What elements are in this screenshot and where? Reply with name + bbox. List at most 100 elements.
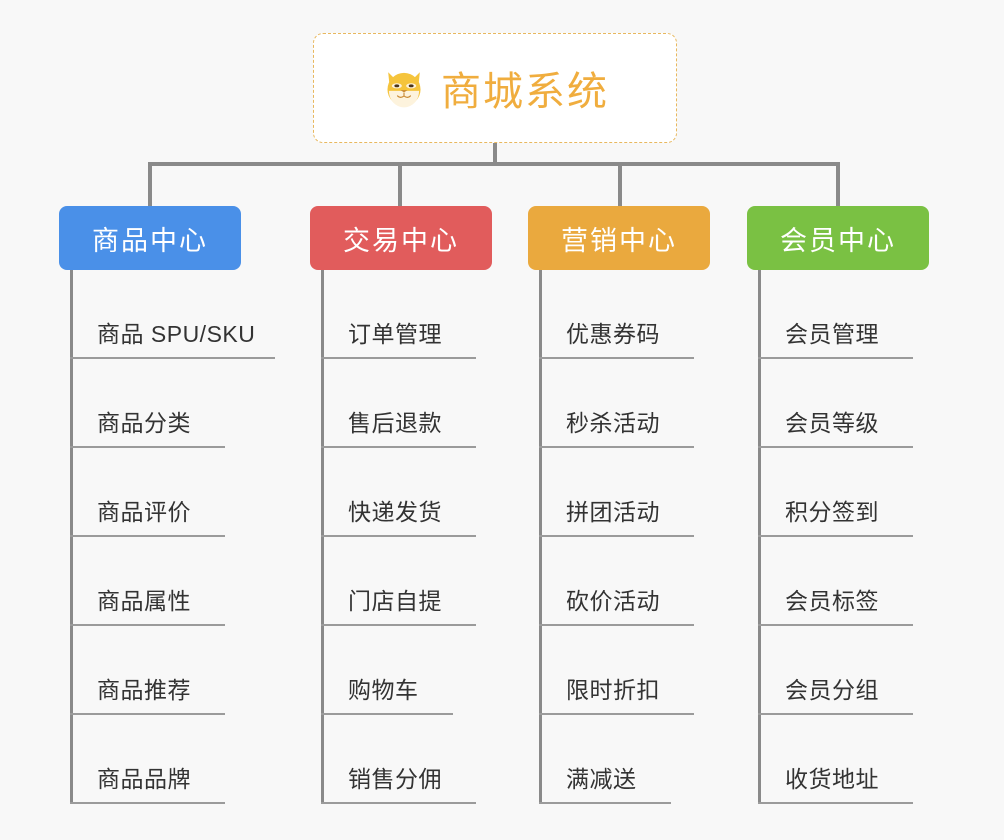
category-items-member-center: 会员管理 会员等级 积分签到 会员标签 会员分组 收货地址 — [747, 270, 929, 804]
list-item[interactable]: 商品评价 — [59, 448, 241, 537]
item-label: 会员管理 — [785, 321, 879, 347]
column-member-center: 会员中心 会员管理 会员等级 积分签到 会员标签 会员分组 — [747, 206, 929, 804]
item-label: 商品分类 — [97, 410, 191, 436]
category-header-marketing-center[interactable]: 营销中心 — [528, 206, 710, 270]
category-label: 营销中心 — [561, 225, 677, 256]
item-rule — [321, 535, 476, 537]
category-header-product-center[interactable]: 商品中心 — [59, 206, 241, 270]
connector-drop-member-center — [836, 162, 840, 206]
list-item[interactable]: 拼团活动 — [528, 448, 710, 537]
item-label: 商品推荐 — [97, 677, 191, 703]
list-item[interactable]: 销售分佣 — [310, 715, 492, 804]
item-rule — [321, 624, 476, 626]
item-label: 门店自提 — [348, 588, 442, 614]
item-label: 限时折扣 — [566, 677, 660, 703]
item-label: 会员标签 — [785, 588, 879, 614]
list-item[interactable]: 快递发货 — [310, 448, 492, 537]
connector-drop-product-center — [148, 162, 152, 206]
item-rule — [321, 446, 476, 448]
list-item[interactable]: 售后退款 — [310, 359, 492, 448]
column-spine — [758, 270, 761, 804]
connector-root-stem — [493, 143, 497, 165]
column-spine — [321, 270, 324, 804]
column-product-center: 商品中心 商品 SPU/SKU 商品分类 商品评价 商品属性 商品推荐 — [59, 206, 275, 804]
connector-horizontal-bus — [148, 162, 840, 166]
item-label: 快递发货 — [348, 499, 442, 525]
item-rule — [321, 713, 453, 715]
item-rule — [758, 802, 913, 804]
item-rule — [539, 446, 694, 448]
list-item[interactable]: 商品推荐 — [59, 626, 241, 715]
root-node[interactable]: 商城系统 — [313, 33, 677, 143]
column-trade-center: 交易中心 订单管理 售后退款 快递发货 门店自提 购物车 — [310, 206, 492, 804]
list-item[interactable]: 商品 SPU/SKU — [59, 270, 275, 359]
item-rule — [758, 357, 913, 359]
list-item[interactable]: 会员分组 — [747, 626, 929, 715]
category-label: 会员中心 — [780, 225, 896, 256]
item-label: 会员分组 — [785, 677, 879, 703]
category-items-product-center: 商品 SPU/SKU 商品分类 商品评价 商品属性 商品推荐 商品品牌 — [59, 270, 275, 804]
list-item[interactable]: 商品分类 — [59, 359, 241, 448]
item-rule — [539, 802, 671, 804]
column-marketing-center: 营销中心 优惠券码 秒杀活动 拼团活动 砍价活动 限时折扣 — [528, 206, 710, 804]
list-item[interactable]: 门店自提 — [310, 537, 492, 626]
category-header-trade-center[interactable]: 交易中心 — [310, 206, 492, 270]
item-rule — [758, 713, 913, 715]
item-rule — [539, 357, 694, 359]
connector-drop-marketing-center — [618, 162, 622, 206]
category-label: 商品中心 — [92, 225, 208, 256]
item-rule — [70, 535, 225, 537]
list-item[interactable]: 积分签到 — [747, 448, 929, 537]
item-label: 购物车 — [348, 677, 419, 703]
shiba-dog-face-icon — [381, 65, 427, 111]
list-item[interactable]: 会员管理 — [747, 270, 929, 359]
item-rule — [70, 713, 225, 715]
item-label: 会员等级 — [785, 410, 879, 436]
list-item[interactable]: 限时折扣 — [528, 626, 710, 715]
item-label: 销售分佣 — [348, 766, 442, 792]
item-rule — [758, 624, 913, 626]
category-items-trade-center: 订单管理 售后退款 快递发货 门店自提 购物车 销售分佣 — [310, 270, 492, 804]
list-item[interactable]: 订单管理 — [310, 270, 492, 359]
list-item[interactable]: 会员等级 — [747, 359, 929, 448]
column-spine — [539, 270, 542, 804]
list-item[interactable]: 商品品牌 — [59, 715, 241, 804]
list-item[interactable]: 收货地址 — [747, 715, 929, 804]
item-label: 商品品牌 — [97, 766, 191, 792]
item-label: 收货地址 — [785, 766, 879, 792]
item-label: 满减送 — [566, 766, 637, 792]
item-label: 售后退款 — [348, 410, 442, 436]
item-label: 砍价活动 — [566, 588, 660, 614]
item-label: 秒杀活动 — [566, 410, 660, 436]
item-rule — [758, 535, 913, 537]
item-label: 商品 SPU/SKU — [97, 321, 256, 347]
list-item[interactable]: 商品属性 — [59, 537, 241, 626]
item-rule — [321, 357, 476, 359]
connector-drop-trade-center — [398, 162, 402, 206]
list-item[interactable]: 满减送 — [528, 715, 710, 804]
list-item[interactable]: 会员标签 — [747, 537, 929, 626]
item-rule — [539, 535, 694, 537]
item-rule — [70, 624, 225, 626]
column-spine — [70, 270, 73, 804]
item-label: 商品评价 — [97, 499, 191, 525]
list-item[interactable]: 秒杀活动 — [528, 359, 710, 448]
list-item[interactable]: 优惠券码 — [528, 270, 710, 359]
item-label: 优惠券码 — [566, 321, 660, 347]
item-rule — [539, 624, 694, 626]
item-label: 积分签到 — [785, 499, 879, 525]
list-item[interactable]: 砍价活动 — [528, 537, 710, 626]
category-label: 交易中心 — [343, 225, 459, 256]
item-rule — [758, 446, 913, 448]
item-label: 拼团活动 — [566, 499, 660, 525]
item-label: 订单管理 — [348, 321, 442, 347]
item-label: 商品属性 — [97, 588, 191, 614]
item-rule — [539, 713, 694, 715]
category-header-member-center[interactable]: 会员中心 — [747, 206, 929, 270]
list-item[interactable]: 购物车 — [310, 626, 492, 715]
item-rule — [70, 802, 225, 804]
item-rule — [70, 357, 275, 359]
category-items-marketing-center: 优惠券码 秒杀活动 拼团活动 砍价活动 限时折扣 满减送 — [528, 270, 710, 804]
root-title: 商城系统 — [441, 70, 609, 114]
